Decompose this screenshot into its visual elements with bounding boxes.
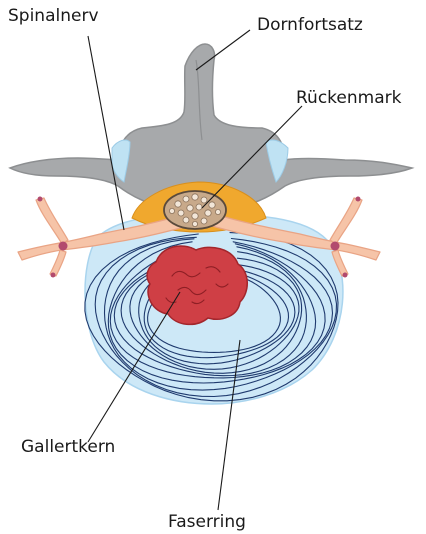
ganglion-left xyxy=(59,242,68,251)
leader-spinalnerv xyxy=(88,36,124,230)
nerve-branch-left-upper xyxy=(36,198,68,244)
label-gallertkern: Gallertkern xyxy=(21,439,115,456)
nerve-tip-left-upper xyxy=(38,197,43,202)
nerve-tip-right-lower xyxy=(343,273,348,278)
ganglion-right xyxy=(331,242,340,251)
nucleus-pulposus xyxy=(147,246,247,324)
nerve-tip-left-lower xyxy=(51,273,56,278)
nerve-branch-left-lower xyxy=(50,250,66,276)
nerve-branch-right-upper xyxy=(330,198,362,244)
label-dornfortsatz: Dornfortsatz xyxy=(257,17,363,34)
label-spinalnerv: Spinalnerv xyxy=(8,8,99,25)
spinal-cord xyxy=(164,191,226,229)
vertebral-arch xyxy=(10,44,412,206)
label-rueckenmark: Rückenmark xyxy=(296,90,401,107)
label-faserring: Faserring xyxy=(168,514,246,531)
nerve-tip-right-upper xyxy=(356,197,361,202)
vertebra-bone xyxy=(10,44,412,206)
